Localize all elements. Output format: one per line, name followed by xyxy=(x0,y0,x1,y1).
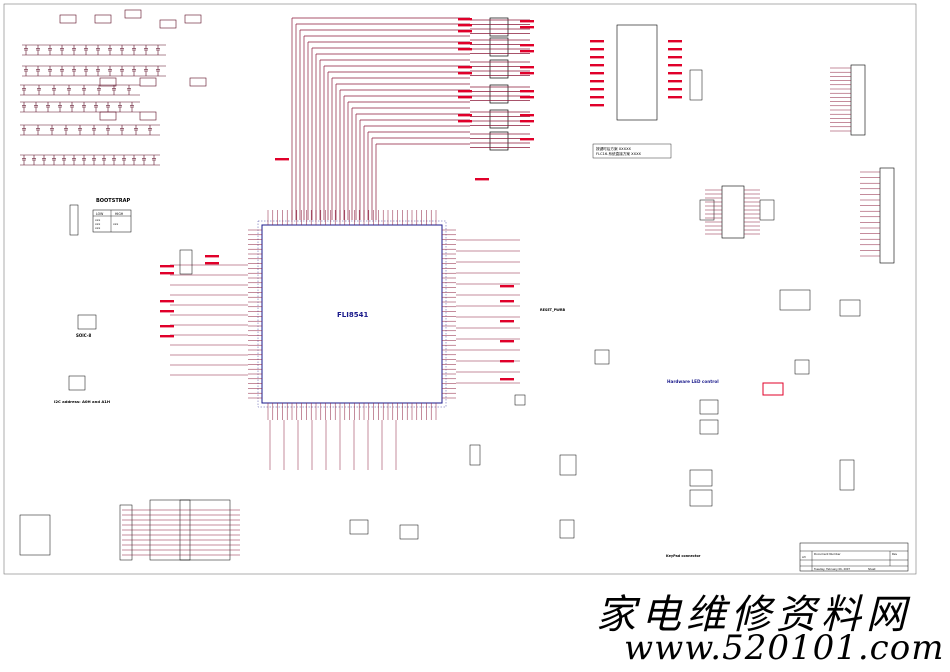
title-size: A3 xyxy=(802,555,806,559)
chinese-note-1: 按键时后方案 XXXXX xyxy=(596,146,632,151)
bootstrap-row3: xxx xyxy=(95,226,101,230)
decoupling-capacitor-banks xyxy=(20,9,207,166)
bootstrap-hdr-high: HIGH xyxy=(115,212,124,216)
chinese-note-2: FLC16-系统直接方案 XXXX xyxy=(596,151,642,156)
title-block: A3 Document Number Rev Tuesday, February… xyxy=(799,542,909,572)
bootstrap-row1: xxx xyxy=(95,218,101,222)
title-sheet: Sheet xyxy=(868,567,876,571)
keypad-connector-label: KeyPad connector xyxy=(666,554,701,558)
watermark-url: www.520101.com xyxy=(624,628,945,668)
bootstrap-title: BOOTSTRAP xyxy=(96,198,130,204)
bootstrap-row4: xxx xyxy=(113,222,119,226)
bootstrap-hdr-low: LOW xyxy=(96,212,104,216)
soic8-label: SOIC-8 xyxy=(76,333,91,338)
i2c-address-note: I2C address: A0H and A1H xyxy=(54,399,110,404)
connector-right-mid xyxy=(879,167,895,264)
watermark-title: 家电维修资料网 xyxy=(596,592,911,638)
highlight-box xyxy=(762,382,784,396)
bootstrap-block: BOOTSTRAP LOW HIGH xxx xxx xxx xxx xyxy=(92,198,132,233)
title-date: Tuesday, February 06, 2007 xyxy=(814,567,850,571)
title-doc: Document Number xyxy=(814,552,841,556)
connector-top-right xyxy=(850,64,866,136)
ic-pins xyxy=(170,210,520,470)
title-rev: Rev xyxy=(892,552,898,556)
main-ic-fli8541: FLI8541 xyxy=(257,220,447,408)
bootstrap-row2: xxx xyxy=(95,222,101,226)
ic-fli8541-label: FLI8541 xyxy=(337,311,368,319)
net-labels xyxy=(160,18,682,381)
i2c-eeprom: I2C address: A0H and A1H xyxy=(54,375,110,404)
peripheral-circuits xyxy=(19,67,880,561)
connector-mid xyxy=(721,185,745,239)
reset-label: RESET_PWRB xyxy=(540,308,566,312)
memory-ic xyxy=(616,24,658,121)
hardware-led-label: Hardware LED control xyxy=(667,379,719,384)
sheet-border xyxy=(3,3,917,575)
eeprom-soic8: SOIC-8 xyxy=(76,314,97,338)
data-bus-lines xyxy=(291,17,530,220)
